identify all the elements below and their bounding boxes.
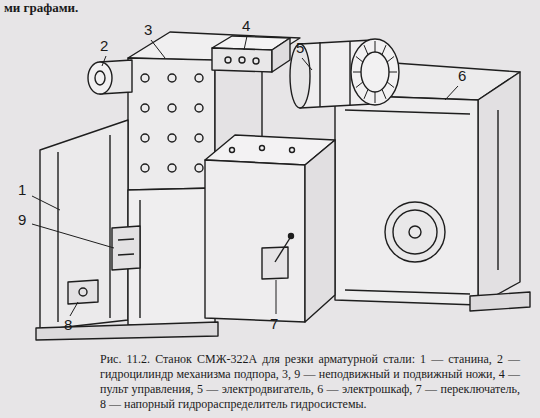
- bolt: [195, 134, 203, 142]
- control-panel: [212, 36, 290, 72]
- bolt: [195, 74, 203, 82]
- bolt: [141, 164, 149, 172]
- callout-number: 3: [144, 22, 152, 37]
- fan-fin: [353, 72, 361, 73]
- fan-fin: [382, 89, 386, 99]
- bolt: [168, 74, 176, 82]
- bolt: [168, 104, 176, 112]
- bolt: [168, 164, 176, 172]
- fan-fin: [375, 92, 376, 103]
- fan-fin: [356, 82, 363, 88]
- fan-fin: [364, 89, 368, 99]
- callout-number: 8: [64, 317, 72, 332]
- fan-fin: [389, 72, 397, 73]
- hydraulic-housing: [205, 135, 335, 322]
- leader-lines: [32, 36, 458, 316]
- bolt: [141, 104, 149, 112]
- moving-knife: [112, 226, 140, 270]
- callout-number: 7: [270, 316, 278, 331]
- callout-number: 9: [18, 212, 26, 227]
- bolt: [195, 164, 203, 172]
- callout-number: 4: [242, 18, 250, 33]
- fan-fin: [375, 41, 376, 52]
- fan-fin: [387, 82, 394, 88]
- bolt: [141, 134, 149, 142]
- callout-number: 1: [18, 182, 26, 197]
- hydraulic-cylinder: [88, 60, 132, 94]
- bolt: [141, 74, 149, 82]
- pressure-valve: [68, 280, 98, 304]
- fan-fin: [387, 57, 394, 63]
- electric-motor: [290, 39, 399, 108]
- fan-fin: [364, 45, 368, 55]
- figure-caption: Рис. 11.2. Станок СМЖ-322А для резки арм…: [100, 352, 520, 412]
- callout-number: 2: [100, 38, 108, 53]
- fan-fin: [356, 57, 363, 63]
- bolt: [195, 104, 203, 112]
- callout-number: 6: [458, 68, 466, 83]
- fan-fin: [382, 45, 386, 55]
- machine-frame: [36, 120, 218, 340]
- callout-number: 5: [296, 40, 304, 55]
- page-text-fragment: ми графами.: [4, 1, 78, 14]
- bolt: [168, 134, 176, 142]
